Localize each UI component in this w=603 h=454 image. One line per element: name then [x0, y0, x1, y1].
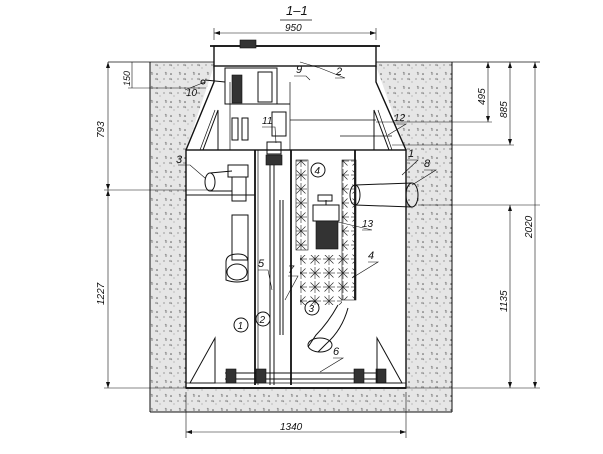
inlet-pipe — [204, 164, 249, 283]
chamber-4: 4 — [315, 166, 321, 177]
dim-bottom — [185, 392, 407, 438]
vent-cap — [239, 39, 257, 49]
chamber-markers — [233, 162, 326, 333]
airlift-pipes — [265, 141, 284, 385]
dim-right — [376, 62, 540, 389]
dim-right-total: 2020 — [524, 215, 535, 239]
callout-10: 10 — [186, 88, 198, 99]
callout-13: 13 — [362, 219, 374, 230]
dim-upper-left: 793 — [96, 121, 107, 138]
callout-12: 12 — [394, 113, 406, 124]
callout-5: 5 — [258, 258, 265, 270]
callout-leaders — [178, 61, 438, 373]
callout-3: 3 — [176, 154, 183, 166]
callout-6: 6 — [333, 346, 340, 358]
dim-neck-top: 150 — [122, 71, 132, 86]
chamber-2: 2 — [259, 315, 266, 326]
dim-top-width: 950 — [285, 23, 302, 34]
callout-1: 1 — [408, 148, 414, 160]
dim-right-upper: 495 — [477, 88, 488, 105]
callout-7: 7 — [288, 264, 295, 276]
dim-right-lower: 1135 — [499, 290, 510, 312]
callout-8: 8 — [424, 158, 431, 170]
section-title: 1–1 — [286, 3, 308, 18]
chamber-1: 1 — [238, 321, 244, 332]
callout-9: 9 — [296, 64, 302, 76]
dim-right-mid: 885 — [499, 101, 510, 118]
submersible-pump — [312, 194, 340, 250]
dim-left — [104, 62, 212, 389]
chamber-3: 3 — [309, 304, 315, 315]
curved-pipe — [307, 304, 349, 353]
support-gussets — [189, 109, 403, 384]
dim-bottom-width: 1340 — [280, 422, 303, 433]
dim-lower-left: 1227 — [96, 282, 107, 305]
bottom-pipe — [225, 368, 387, 384]
outlet-pipe — [349, 182, 419, 208]
callout-11: 11 — [262, 116, 272, 127]
callout-2: 2 — [335, 66, 342, 78]
biofilter-media — [295, 159, 357, 305]
callout-4: 4 — [368, 250, 374, 262]
dim-top — [213, 28, 377, 40]
